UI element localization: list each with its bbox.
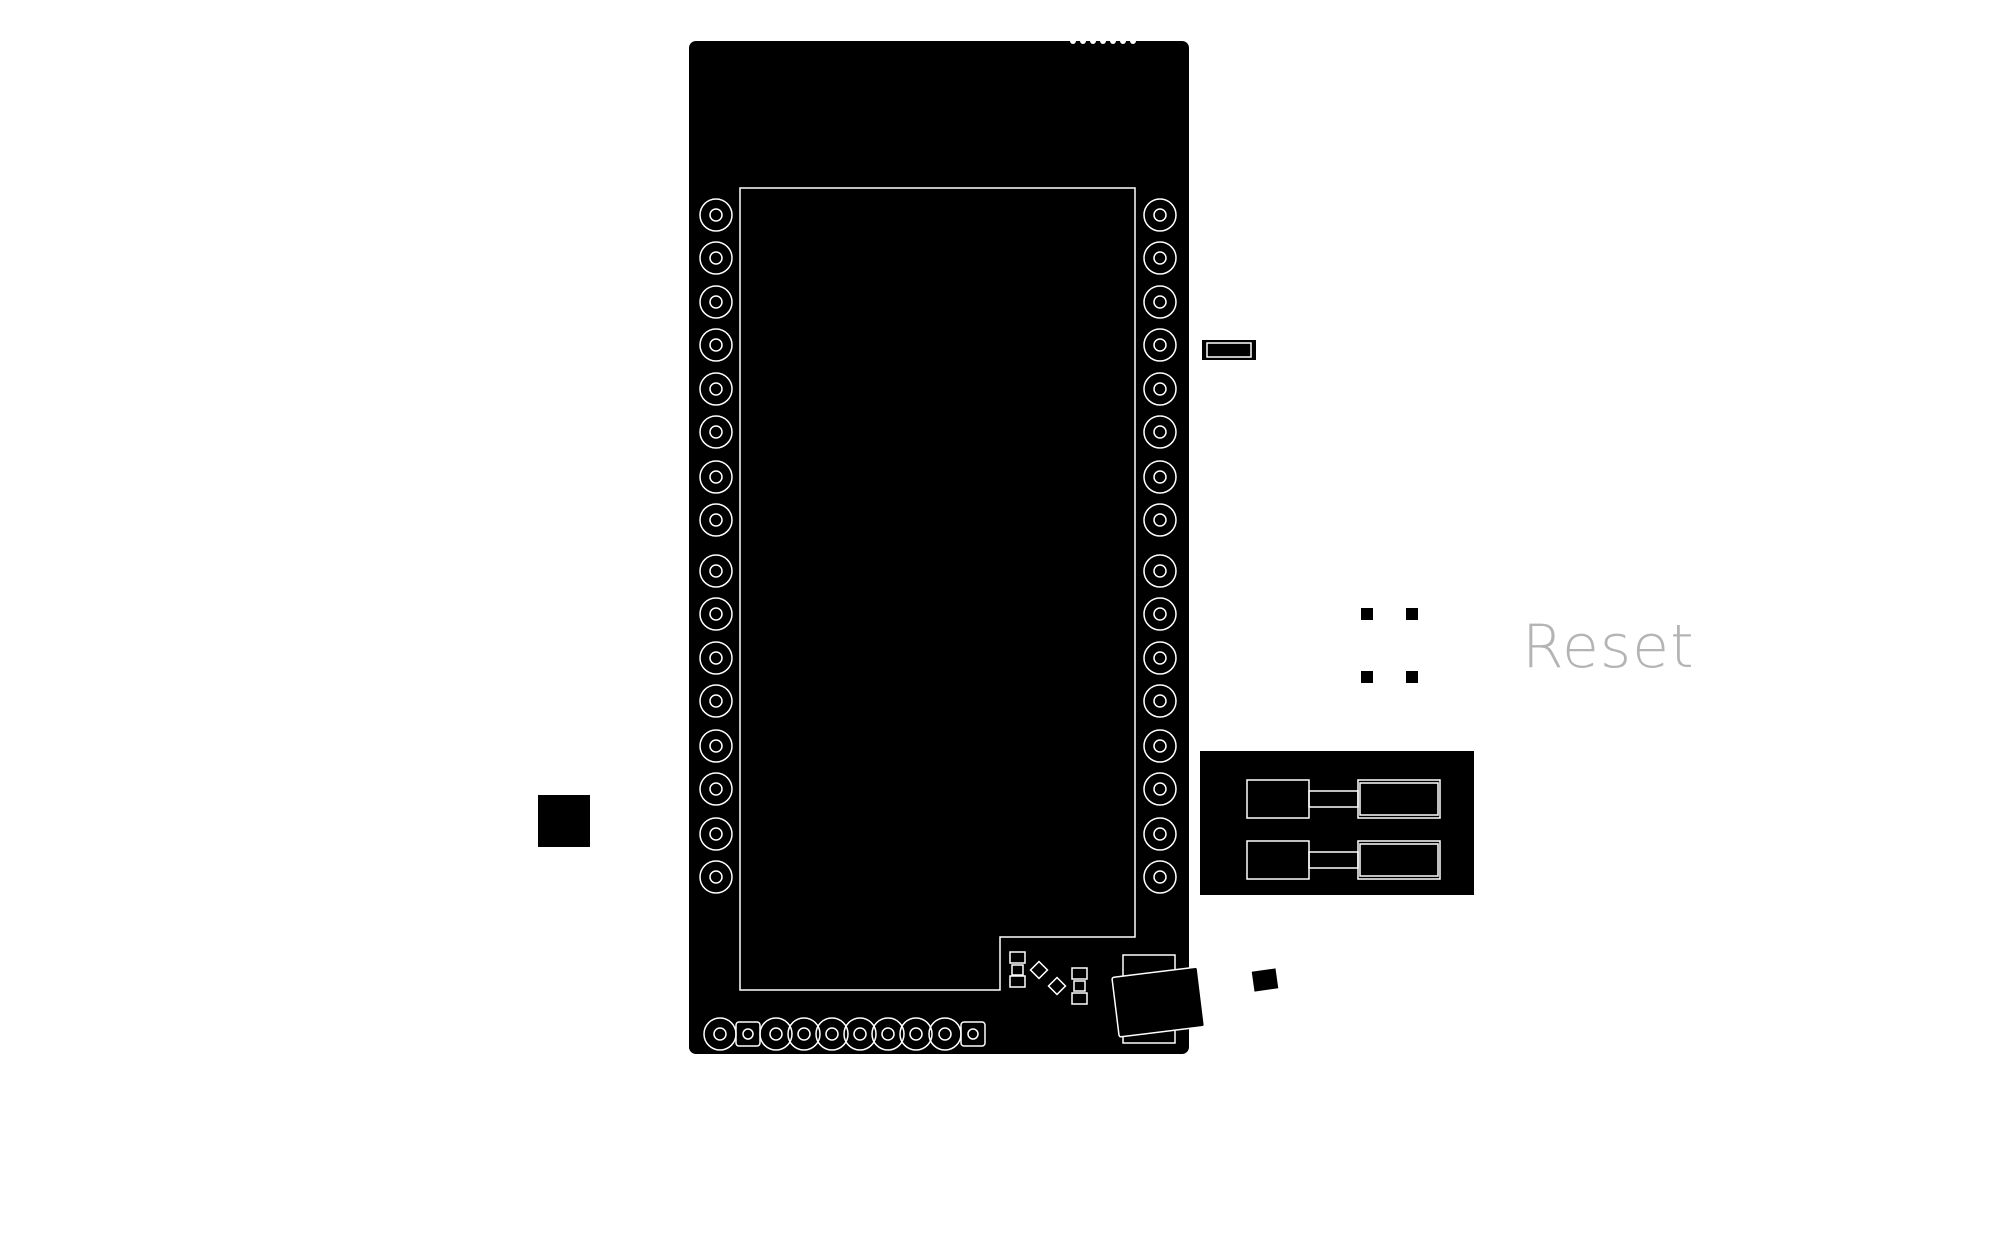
header-pin [1143,372,1177,406]
right-header-pins [1143,198,1177,894]
header-pin [871,1017,905,1051]
header-pin [815,1017,849,1051]
header-pin [1143,817,1177,851]
smd-components [1009,951,1088,1005]
header-pin [1143,285,1177,319]
left-header-pins [699,198,733,894]
top-edge-connector [1070,38,1136,44]
header-pin [699,460,733,494]
header-pin [1143,641,1177,675]
header-pin [699,597,733,631]
header-pin [699,372,733,406]
header-pin [699,684,733,718]
header-pin [1143,415,1177,449]
header-pin [1143,241,1177,275]
square-component [538,795,590,847]
header-pin [699,241,733,275]
header-pin [1143,460,1177,494]
header-pin [843,1017,877,1051]
smd-resistor [1202,340,1256,360]
tilted-chip [1111,966,1206,1038]
header-pin [1143,772,1177,806]
header-pin [787,1017,821,1051]
header-pin [699,198,733,232]
header-pin [1143,328,1177,362]
header-pin [699,415,733,449]
header-pin [699,729,733,763]
jumper-block [1200,751,1474,895]
header-pin [699,554,733,588]
header-pin [699,817,733,851]
header-pin [699,641,733,675]
header-pin [699,285,733,319]
header-pin [1143,597,1177,631]
header-pin [699,772,733,806]
module-outline [739,187,1136,991]
reset-button-pads[interactable] [1361,608,1418,683]
small-pad [1251,968,1279,992]
header-pin [759,1017,793,1051]
header-pin [1143,503,1177,537]
header-pin [1143,860,1177,894]
pcb-board [689,41,1189,1054]
header-pin [1143,198,1177,232]
header-pin [899,1017,933,1051]
header-pin [699,503,733,537]
bottom-header-pins [703,1017,986,1051]
header-pin [1143,554,1177,588]
header-pin [699,328,733,362]
header-pin [1143,729,1177,763]
header-pin [960,1021,986,1047]
header-pin [699,860,733,894]
reset-label[interactable]: Reset [1522,612,1695,682]
header-pin [1143,684,1177,718]
